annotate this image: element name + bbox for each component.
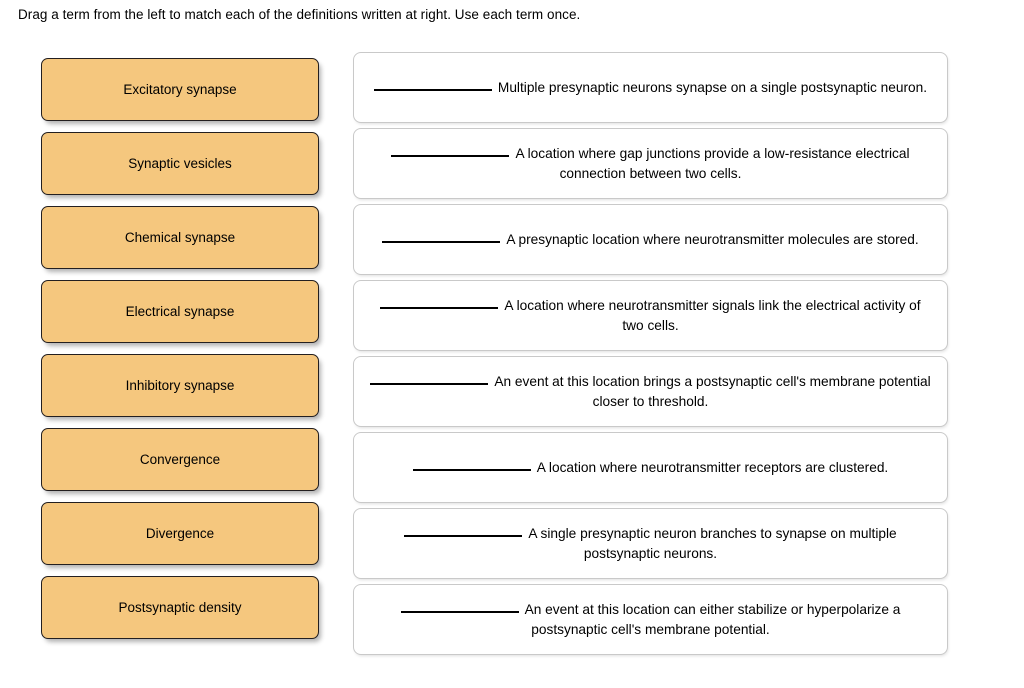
definition-text-wrapper: An event at this location brings a posts… bbox=[368, 372, 933, 412]
term-card-label: Postsynaptic density bbox=[118, 599, 242, 615]
term-card-excitatory-synapse[interactable]: Excitatory synapse bbox=[41, 58, 319, 121]
term-card-label: Divergence bbox=[145, 525, 215, 541]
term-card-postsynaptic-density[interactable]: Postsynaptic density bbox=[41, 576, 319, 639]
definition-drop-target-1[interactable]: Multiple presynaptic neurons synapse on … bbox=[353, 52, 948, 123]
term-card-label: Electrical synapse bbox=[125, 303, 235, 319]
term-card-label: Chemical synapse bbox=[124, 229, 236, 245]
answer-blank[interactable] bbox=[400, 602, 519, 613]
answer-blank[interactable] bbox=[380, 298, 499, 309]
definition-text-wrapper: A location where neurotransmitter signal… bbox=[368, 296, 933, 336]
definition-drop-target-6[interactable]: A location where neurotransmitter recept… bbox=[353, 432, 948, 503]
answer-blank[interactable] bbox=[404, 526, 523, 537]
definition-text-wrapper: A location where neurotransmitter recept… bbox=[412, 458, 889, 478]
definition-drop-target-7[interactable]: A single presynaptic neuron branches to … bbox=[353, 508, 948, 579]
term-card-convergence[interactable]: Convergence bbox=[41, 428, 319, 491]
instruction-text: Drag a term from the left to match each … bbox=[18, 7, 581, 22]
definition-text: An event at this location can either sta… bbox=[524, 601, 901, 637]
term-card-synaptic-vesicles[interactable]: Synaptic vesicles bbox=[41, 132, 319, 195]
definition-drop-target-4[interactable]: A location where neurotransmitter signal… bbox=[353, 280, 948, 351]
definitions-column: Multiple presynaptic neurons synapse on … bbox=[353, 52, 948, 655]
definition-drop-target-5[interactable]: An event at this location brings a posts… bbox=[353, 356, 948, 427]
definition-text: A location where gap junctions provide a… bbox=[515, 145, 910, 181]
definition-text-wrapper: A single presynaptic neuron branches to … bbox=[368, 524, 933, 564]
definition-text: A location where neurotransmitter signal… bbox=[504, 297, 921, 333]
definition-text-wrapper: A location where gap junctions provide a… bbox=[368, 144, 933, 184]
answer-blank[interactable] bbox=[391, 146, 510, 157]
term-card-divergence[interactable]: Divergence bbox=[41, 502, 319, 565]
term-card-label: Synaptic vesicles bbox=[128, 155, 232, 171]
matching-exercise-board: Excitatory synapse Synaptic vesicles Che… bbox=[0, 40, 1024, 688]
answer-blank[interactable] bbox=[412, 460, 531, 471]
answer-blank[interactable] bbox=[373, 80, 492, 91]
definition-text-wrapper: An event at this location can either sta… bbox=[368, 600, 933, 640]
term-card-chemical-synapse[interactable]: Chemical synapse bbox=[41, 206, 319, 269]
definition-text: A single presynaptic neuron branches to … bbox=[528, 525, 897, 561]
term-card-label: Excitatory synapse bbox=[123, 81, 237, 97]
definition-text-wrapper: A presynaptic location where neurotransm… bbox=[382, 230, 919, 250]
definition-drop-target-3[interactable]: A presynaptic location where neurotransm… bbox=[353, 204, 948, 275]
answer-blank[interactable] bbox=[370, 374, 489, 385]
answer-blank[interactable] bbox=[382, 232, 501, 243]
term-card-electrical-synapse[interactable]: Electrical synapse bbox=[41, 280, 319, 343]
definition-drop-target-2[interactable]: A location where gap junctions provide a… bbox=[353, 128, 948, 199]
definition-drop-target-8[interactable]: An event at this location can either sta… bbox=[353, 584, 948, 655]
terms-column: Excitatory synapse Synaptic vesicles Che… bbox=[41, 58, 321, 639]
term-card-label: Convergence bbox=[139, 451, 221, 467]
definition-text: A location where neurotransmitter recept… bbox=[536, 459, 889, 475]
definition-text: Multiple presynaptic neurons synapse on … bbox=[497, 79, 928, 95]
definition-text: An event at this location brings a posts… bbox=[494, 373, 931, 409]
term-card-inhibitory-synapse[interactable]: Inhibitory synapse bbox=[41, 354, 319, 417]
definition-text-wrapper: Multiple presynaptic neurons synapse on … bbox=[373, 78, 928, 98]
term-card-label: Inhibitory synapse bbox=[125, 377, 235, 393]
definition-text: A presynaptic location where neurotransm… bbox=[506, 231, 919, 247]
